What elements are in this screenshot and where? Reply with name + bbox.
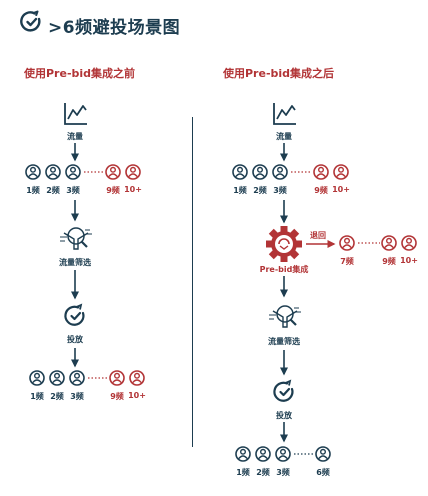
right-top-freq-9: 9频 — [314, 186, 328, 195]
user-icon — [313, 164, 329, 180]
left-bottom-freq-9: 9频 — [110, 392, 124, 401]
left-filter-label: 流量筛选 — [59, 258, 91, 267]
user-icon — [129, 370, 145, 386]
left-traffic-label: 流量 — [67, 132, 83, 141]
refresh-target-icon — [20, 10, 41, 32]
prebid-label: Pre-bid集成 — [259, 265, 309, 274]
left-top-freq-2: 2频 — [46, 186, 60, 195]
user-icon — [401, 235, 417, 251]
left-heading: 使用Pre-bid集成之前 — [24, 67, 136, 80]
left-top-freq-3: 3频 — [66, 186, 80, 195]
return-label: 退回 — [310, 231, 326, 240]
user-icon — [255, 446, 271, 462]
user-icon — [232, 164, 248, 180]
left-bottom-freq-10plus: 10+ — [128, 391, 146, 400]
line-chart-icon — [273, 102, 297, 125]
user-icon — [315, 446, 331, 462]
user-icon — [272, 164, 288, 180]
right-top-freq-1: 1频 — [233, 186, 247, 195]
user-icon — [65, 164, 81, 180]
line-chart-icon — [64, 102, 88, 125]
refresh-target-icon — [64, 303, 85, 326]
left-bottom-freq-1: 1频 — [30, 392, 44, 401]
right-top-freq-10plus: 10+ — [332, 185, 350, 194]
right-bottom-freq-3: 3频 — [276, 468, 290, 477]
gear-icon — [266, 226, 302, 262]
user-icon — [235, 446, 251, 462]
left-top-freq-1: 1频 — [26, 186, 40, 195]
filter-search-icon — [267, 304, 303, 329]
right-top-freq-3: 3频 — [273, 186, 287, 195]
user-icon — [105, 164, 121, 180]
left-deliver-label: 投放 — [67, 335, 83, 344]
right-heading: 使用Pre-bid集成之后 — [223, 67, 335, 80]
left-bottom-freq-3: 3频 — [70, 392, 84, 401]
user-icon — [252, 164, 268, 180]
returned-freq-10plus: 10+ — [400, 256, 418, 265]
user-icon — [381, 235, 397, 251]
right-bottom-freq-6: 6频 — [316, 468, 330, 477]
center-divider — [192, 117, 193, 447]
user-icon — [125, 164, 141, 180]
right-top-freq-2: 2频 — [253, 186, 267, 195]
right-filter-label: 流量筛选 — [268, 337, 300, 346]
left-top-freq-9: 9频 — [106, 186, 120, 195]
user-icon — [49, 370, 65, 386]
filter-search-icon — [58, 226, 94, 251]
right-bottom-freq-1: 1频 — [236, 468, 250, 477]
right-bottom-freq-2: 2频 — [256, 468, 270, 477]
right-deliver-label: 投放 — [276, 411, 292, 420]
returned-freq-7: 7频 — [340, 257, 354, 266]
user-icon — [339, 235, 355, 251]
user-icon — [69, 370, 85, 386]
returned-freq-9: 9频 — [382, 257, 396, 266]
left-top-freq-10plus: 10+ — [124, 185, 142, 194]
page-title: >6频避投场景图 — [48, 18, 181, 38]
right-traffic-label: 流量 — [276, 132, 292, 141]
left-bottom-freq-2: 2频 — [50, 392, 64, 401]
user-icon — [109, 370, 125, 386]
user-icon — [275, 446, 291, 462]
user-icon — [25, 164, 41, 180]
user-icon — [45, 164, 61, 180]
user-icon — [29, 370, 45, 386]
user-icon — [333, 164, 349, 180]
refresh-target-icon — [273, 379, 294, 402]
